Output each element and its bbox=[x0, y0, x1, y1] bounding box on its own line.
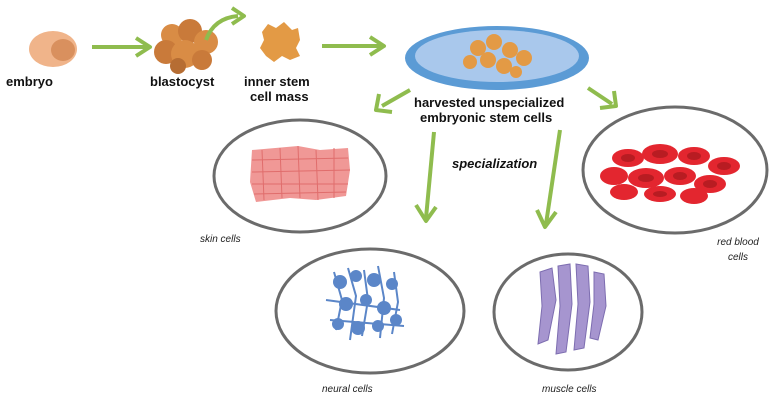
red-blood-label-line1: red blood bbox=[717, 237, 759, 248]
skin-cells-label: skin cells bbox=[200, 234, 241, 245]
red-blood-label-line2: cells bbox=[727, 252, 748, 263]
harvested-label-line2: embryonic stem cells bbox=[420, 110, 553, 125]
harvested-stem-cells bbox=[463, 34, 532, 78]
red-blood-cells-circle bbox=[581, 105, 769, 235]
embryo-cell bbox=[29, 31, 77, 67]
arrow-dish-to-red-blood bbox=[586, 86, 618, 110]
neural-cells-circle bbox=[274, 247, 466, 375]
arrow-inner-mass-to-dish bbox=[322, 35, 386, 57]
arrow-embryo-to-blastocyst bbox=[92, 36, 152, 58]
arrow-blastocyst-to-inner-mass bbox=[204, 6, 246, 41]
arrow-dish-to-neural bbox=[414, 131, 438, 223]
muscle-cells-label: muscle cells bbox=[542, 384, 597, 395]
inner-stem-label-line2: cell mass bbox=[250, 89, 309, 104]
blastocyst-cluster bbox=[154, 19, 218, 74]
muscle-cells-circle bbox=[492, 252, 644, 372]
specialization-label: specialization bbox=[452, 156, 538, 171]
arrow-dish-to-skin bbox=[374, 88, 411, 114]
inner-cell-mass bbox=[260, 22, 300, 62]
petri-dish bbox=[405, 26, 589, 90]
arrow-dish-to-muscle bbox=[535, 129, 562, 229]
inner-stem-label-line1: inner stem bbox=[244, 74, 310, 89]
blastocyst-label: blastocyst bbox=[150, 74, 215, 89]
skin-cells-circle bbox=[212, 118, 388, 234]
embryo-label: embryo bbox=[6, 74, 53, 89]
harvested-label-line1: harvested unspecialized bbox=[414, 95, 565, 110]
neural-cells-label: neural cells bbox=[322, 384, 373, 395]
